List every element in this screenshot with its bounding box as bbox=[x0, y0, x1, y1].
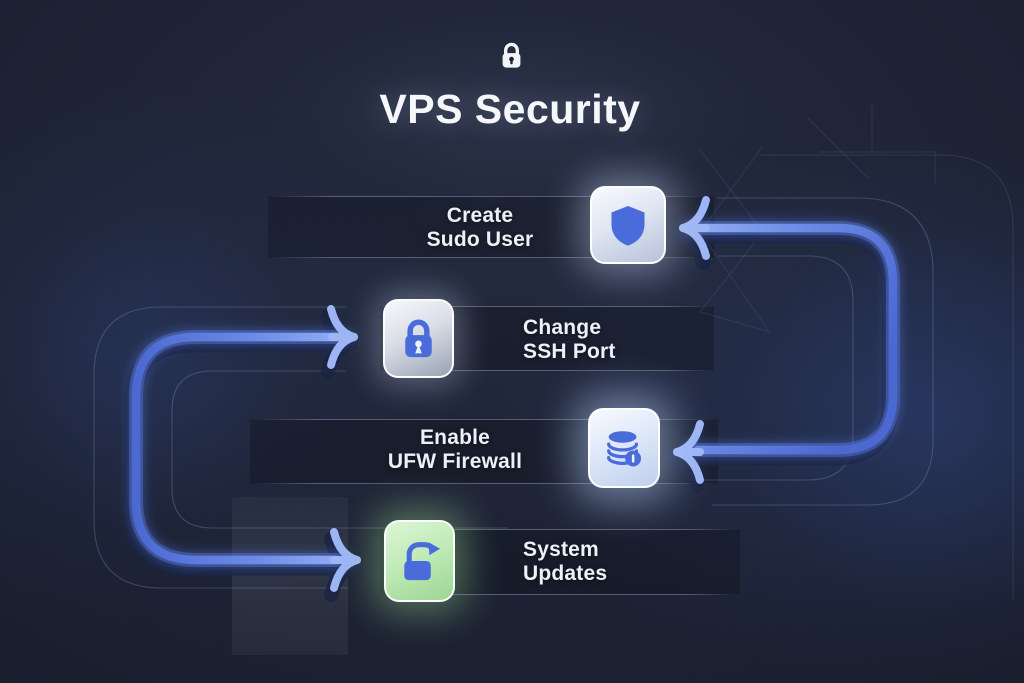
database-alert-icon bbox=[607, 431, 642, 467]
step-label-change-ssh-port: Change SSH Port bbox=[523, 316, 616, 363]
step-label-create-sudo-user: Create Sudo User bbox=[426, 204, 534, 251]
step-icon-tile-ssh-port bbox=[383, 299, 454, 378]
shield-icon bbox=[611, 206, 645, 246]
arrow-shadows bbox=[124, 200, 899, 602]
step-icon-tile-sudo-user bbox=[590, 186, 666, 264]
arrow-glow bbox=[128, 220, 901, 568]
page-title: VPS Security bbox=[379, 86, 641, 132]
lock-icon bbox=[405, 319, 432, 358]
title-lock-icon bbox=[502, 42, 521, 68]
step-icon-tile-ufw-firewall bbox=[588, 408, 660, 488]
step-label-system-updates: System Updates bbox=[523, 538, 608, 585]
step-icon-tile-system-updates bbox=[384, 520, 455, 602]
unlock-refresh-icon bbox=[404, 541, 441, 580]
step-label-enable-ufw-firewall: Enable UFW Firewall bbox=[387, 426, 523, 473]
